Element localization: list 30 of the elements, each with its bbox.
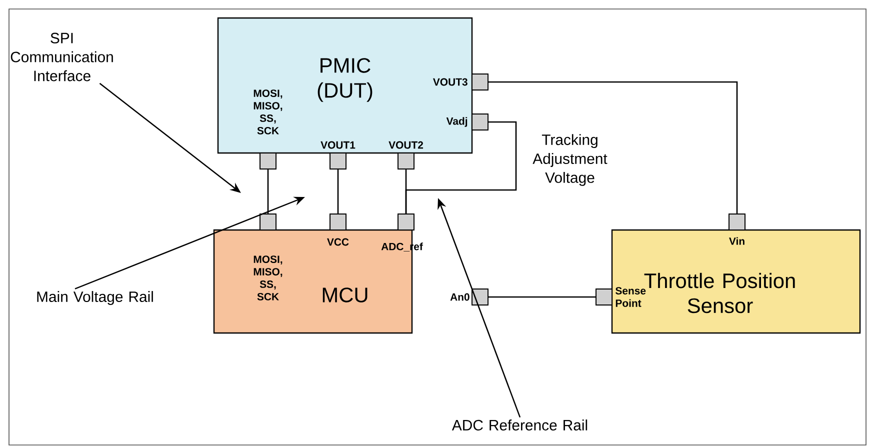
pin-label: Sense Point xyxy=(616,287,646,307)
annotation-text: Main Voltage Rail xyxy=(37,291,153,305)
pin-square xyxy=(330,152,346,170)
pin-square xyxy=(330,214,346,230)
wire xyxy=(405,121,517,214)
annotation-text: SPI Communication Interface xyxy=(10,32,113,82)
pin-label: VOUT3 xyxy=(433,78,468,86)
annotation-text: ADC Reference Rail xyxy=(452,420,588,430)
pin-label: MOSI, MISO, SS, SCK xyxy=(254,90,282,134)
pin-label: VOUT2 xyxy=(388,141,424,149)
pin-square xyxy=(398,214,414,230)
pin-square xyxy=(472,74,488,90)
pin-label: VCC xyxy=(327,238,349,246)
pin-label: Vin xyxy=(729,237,744,245)
pin-square xyxy=(596,288,612,306)
wire xyxy=(337,170,339,214)
pin-square xyxy=(472,114,488,130)
pin-label: An0 xyxy=(450,293,470,301)
pin-square xyxy=(398,152,414,170)
pin-square xyxy=(472,288,488,306)
pin-label: MOSI, MISO, SS, SCK xyxy=(254,256,282,300)
pin-square xyxy=(260,152,276,170)
annotation-text: Tracking Adjustment Voltage xyxy=(532,134,608,186)
wire xyxy=(488,81,738,214)
wire xyxy=(488,296,596,298)
pin-label: Vadj xyxy=(446,117,468,127)
wire xyxy=(267,170,269,214)
pin-label: VOUT1 xyxy=(320,141,356,149)
pin-square xyxy=(260,214,276,230)
pin-square xyxy=(728,214,746,230)
